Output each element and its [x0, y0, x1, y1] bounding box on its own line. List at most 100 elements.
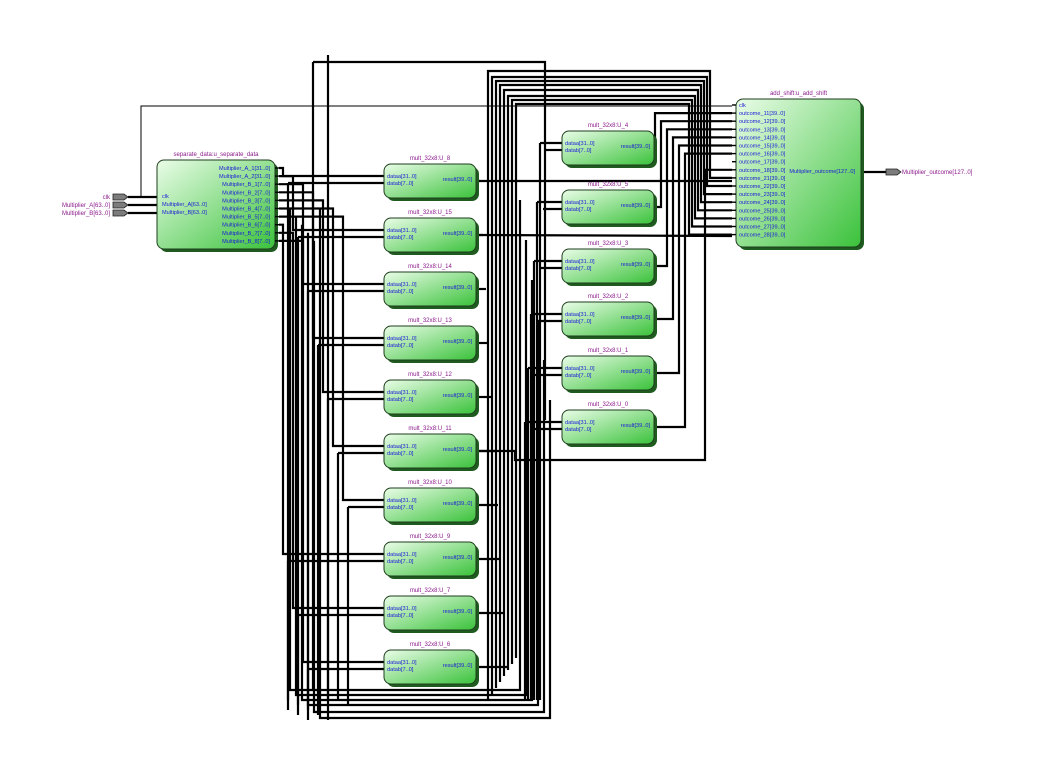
separate-data-block[interactable]: separate_data:u_separate_dataclkMultipli… — [156, 152, 279, 252]
wire — [279, 215, 384, 502]
input-port-label: outcome_27[39..0] — [739, 225, 786, 231]
mult-right-block[interactable]: mult_32x8:U_2dataa[31..0]datab[7..0]resu… — [561, 294, 657, 339]
dataa-port-label: dataa[31..0] — [387, 444, 417, 450]
dataa-port-label: dataa[31..0] — [565, 366, 595, 372]
dataa-port-label: dataa[31..0] — [387, 336, 417, 342]
mult-left-block[interactable]: mult_32x8:U_7dataa[31..0]datab[7..0]resu… — [383, 588, 479, 633]
block-body — [383, 325, 477, 361]
top-input-label: Multiplier_A[63..0] — [62, 203, 110, 209]
result-port-label: result[39..0] — [621, 144, 651, 150]
result-port-label: result[39..0] — [443, 339, 473, 345]
dataa-port-label: dataa[31..0] — [387, 552, 417, 558]
top-output-label: Multiplier_outcome[127..0] — [902, 170, 973, 176]
dataa-port-label: dataa[31..0] — [565, 200, 595, 206]
input-port-label: outcome_11[39..0] — [739, 111, 785, 117]
output-port-label: Multiplier_A_2[31..0] — [219, 174, 270, 180]
block-body — [561, 248, 655, 284]
wire-layer — [128, 55, 886, 720]
input-port-label: outcome_26[39..0] — [739, 216, 786, 222]
input-port-label: clk — [739, 103, 746, 109]
datab-port-label: datab[7..0] — [387, 397, 414, 403]
wire — [654, 136, 732, 321]
mult-right-block[interactable]: mult_32x8:U_5dataa[31..0]datab[7..0]resu… — [561, 182, 657, 227]
block-instance-label: add_shift:u_add_shift — [770, 91, 827, 97]
mult-left-block[interactable]: mult_32x8:U_8dataa[31..0]datab[7..0]resu… — [383, 156, 479, 201]
mult-left-block[interactable]: mult_32x8:U_11dataa[31..0]datab[7..0]res… — [383, 426, 479, 471]
mult-left-block[interactable]: mult_32x8:U_6dataa[31..0]datab[7..0]resu… — [383, 642, 479, 687]
input-port-label: outcome_24[39..0] — [739, 200, 786, 206]
block-instance-label: mult_32x8:U_10 — [408, 480, 452, 486]
block-instance-label: mult_32x8:U_2 — [588, 294, 629, 300]
block-instance-label: mult_32x8:U_9 — [410, 534, 451, 540]
mult-left-block[interactable]: mult_32x8:U_15dataa[31..0]datab[7..0]res… — [383, 210, 479, 255]
block-instance-label: mult_32x8:U_3 — [588, 241, 629, 247]
block-instance-label: mult_32x8:U_14 — [408, 264, 452, 270]
top-input-label: clk — [103, 195, 111, 201]
mult-right-block[interactable]: mult_32x8:U_0dataa[31..0]datab[7..0]resu… — [561, 402, 657, 447]
datab-port-label: datab[7..0] — [387, 559, 414, 565]
input-port-label: outcome_14[39..0] — [739, 135, 786, 141]
datab-port-label: datab[7..0] — [387, 613, 414, 619]
mult-left-block[interactable]: mult_32x8:U_12dataa[31..0]datab[7..0]res… — [383, 372, 479, 417]
wire — [654, 120, 732, 209]
wire — [279, 223, 384, 556]
wire — [279, 231, 384, 610]
block-body — [561, 301, 655, 337]
input-port-label: outcome_18[39..0] — [739, 168, 786, 174]
mult-right-block[interactable]: mult_32x8:U_3dataa[31..0]datab[7..0]resu… — [561, 241, 657, 286]
output-port-label: Multiplier_A_1[31..0] — [219, 166, 270, 172]
top-input-label: Multiplier_B[63..0] — [62, 211, 110, 217]
dataa-port-label: dataa[31..0] — [387, 606, 417, 612]
wire — [313, 60, 547, 420]
datab-port-label: datab[7..0] — [387, 235, 414, 241]
dataa-port-label: dataa[31..0] — [387, 174, 417, 180]
output-port-label: Multiplier_B_8[7..0] — [222, 239, 270, 245]
wire — [654, 128, 732, 268]
wire — [288, 200, 522, 692]
wire — [279, 183, 384, 286]
wire — [318, 208, 552, 720]
dataa-port-label: dataa[31..0] — [565, 420, 595, 426]
input-port-label: Multiplier_A[63..0] — [162, 202, 207, 208]
block-body — [383, 541, 477, 577]
wire — [498, 83, 732, 682]
block-body — [561, 189, 655, 225]
output-port-label: Multiplier_B_6[7..0] — [222, 223, 270, 229]
output-port-label: Multiplier_B_5[7..0] — [222, 215, 270, 221]
result-port-label: result[39..0] — [621, 315, 651, 321]
wire — [279, 166, 384, 178]
datab-port-label: datab[7..0] — [387, 343, 414, 349]
input-port-label: outcome_25[39..0] — [739, 208, 786, 214]
wire — [279, 191, 384, 340]
block-body — [561, 409, 655, 445]
wire — [490, 75, 732, 694]
wire — [279, 175, 384, 232]
mult-left-block[interactable]: mult_32x8:U_9dataa[31..0]datab[7..0]resu… — [383, 534, 479, 579]
dataa-port-label: dataa[31..0] — [387, 390, 417, 396]
mult-right-block[interactable]: mult_32x8:U_4dataa[31..0]datab[7..0]resu… — [561, 123, 657, 168]
block-instance-label: separate_data:u_separate_data — [173, 152, 259, 158]
block-body — [561, 130, 655, 166]
wire — [140, 105, 732, 197]
block-body — [735, 98, 862, 248]
mult-right-block[interactable]: mult_32x8:U_1dataa[31..0]datab[7..0]resu… — [561, 348, 657, 393]
block-instance-label: mult_32x8:U_7 — [410, 588, 451, 594]
datab-port-label: datab[7..0] — [387, 181, 414, 187]
mult-left-block[interactable]: mult_32x8:U_14dataa[31..0]datab[7..0]res… — [383, 264, 479, 309]
block-body — [383, 379, 477, 415]
mult-left-block[interactable]: mult_32x8:U_13dataa[31..0]datab[7..0]res… — [383, 318, 479, 363]
output-port-label: Multiplier_B_4[7..0] — [222, 207, 270, 213]
dataa-port-label: dataa[31..0] — [387, 228, 417, 234]
block-instance-label: mult_32x8:U_5 — [588, 182, 629, 188]
block-body — [383, 217, 477, 253]
result-port-label: result[39..0] — [443, 231, 473, 237]
mult-left-block[interactable]: mult_32x8:U_10dataa[31..0]datab[7..0]res… — [383, 480, 479, 525]
wire — [506, 94, 732, 670]
wire — [486, 69, 732, 700]
datab-port-label: datab[7..0] — [565, 319, 592, 325]
output-port-label: Multiplier_B_3[7..0] — [222, 198, 270, 204]
datab-port-label: datab[7..0] — [565, 148, 592, 154]
dataa-port-label: dataa[31..0] — [565, 141, 595, 147]
